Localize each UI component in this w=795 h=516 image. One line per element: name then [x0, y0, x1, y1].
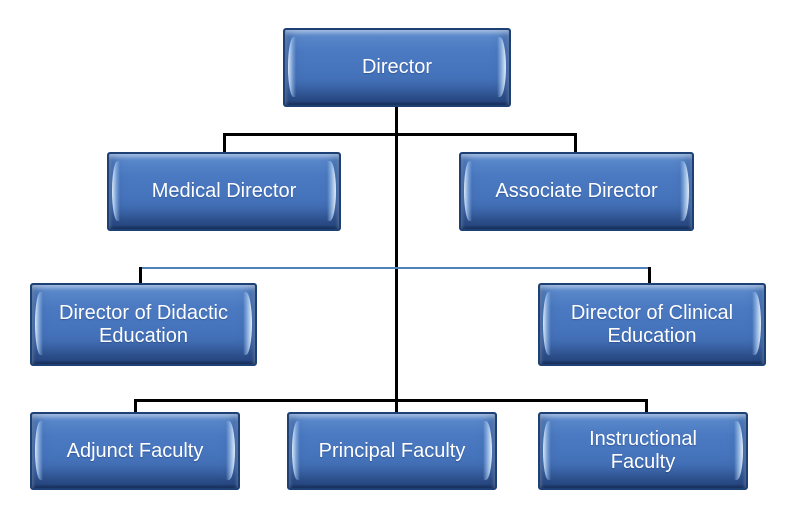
connector-level2-horizontal — [223, 133, 577, 136]
connector-trunk-vertical — [395, 107, 398, 412]
node-director-of-didactic-education-label: Director of Didactic Education — [59, 301, 228, 347]
node-director-label: Director — [361, 56, 432, 78]
connector-level4-right-drop — [645, 399, 648, 412]
node-adjunct-faculty[interactable]: Adjunct Faculty — [30, 412, 240, 490]
node-adjunct-faculty-label: Adjunct Faculty — [66, 439, 204, 462]
connector-level3-left-drop — [139, 267, 142, 283]
connector-level3-horizontal — [140, 267, 651, 269]
node-principal-faculty-label: Principal Faculty — [318, 439, 466, 462]
node-associate-director[interactable]: Associate Director — [459, 152, 694, 231]
node-associate-director-label: Associate Director — [495, 180, 658, 202]
node-instructional-faculty[interactable]: Instructional Faculty — [538, 412, 748, 490]
node-director-of-clinical-education-label: Director of Clinical Education — [570, 301, 734, 347]
connector-level2-left-drop — [223, 133, 226, 152]
node-director-of-didactic-education[interactable]: Director of Didactic Education — [30, 283, 257, 366]
connector-level4-left-drop — [134, 399, 137, 412]
node-medical-director-label: Medical Director — [151, 180, 297, 202]
connector-level3-right-drop — [648, 267, 651, 283]
node-principal-faculty[interactable]: Principal Faculty — [287, 412, 497, 490]
connector-level4-horizontal — [134, 399, 648, 402]
node-director-of-clinical-education[interactable]: Director of Clinical Education — [538, 283, 766, 366]
node-director[interactable]: Director — [283, 28, 511, 107]
connector-level2-right-drop — [574, 133, 577, 152]
node-instructional-faculty-label: Instructional Faculty — [589, 428, 697, 473]
node-medical-director[interactable]: Medical Director — [107, 152, 341, 231]
